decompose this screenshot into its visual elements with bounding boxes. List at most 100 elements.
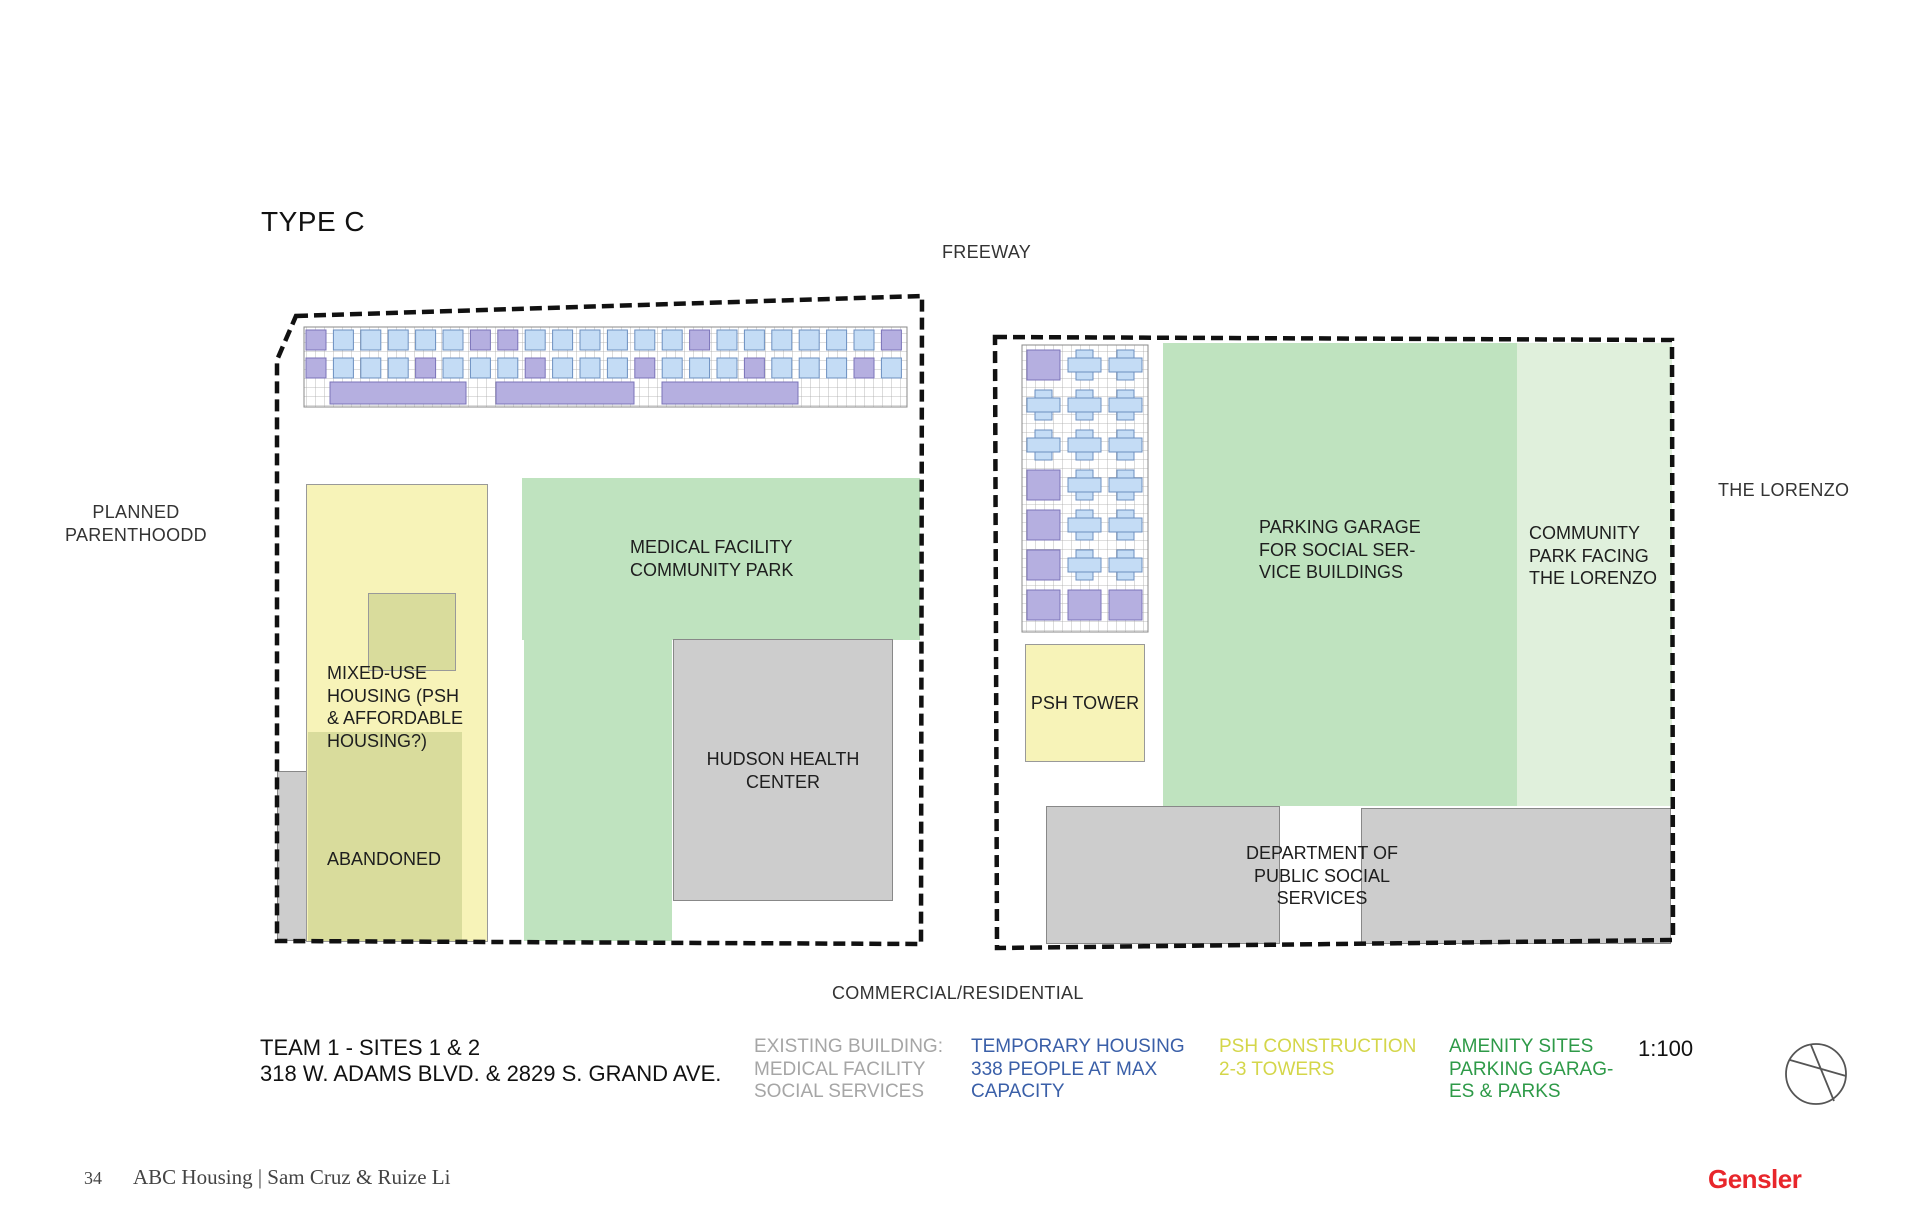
unit-cell <box>798 329 820 351</box>
unit-cell <box>442 357 464 379</box>
legend-psh-line2: 2-3 TOWERS <box>1219 1058 1335 1080</box>
hudson-health-label: HUDSON HEALTH CENTER <box>683 748 883 793</box>
unit-column-cells <box>1026 349 1143 621</box>
unit-cell <box>1116 389 1135 421</box>
abandoned-label: ABANDONED <box>327 849 442 869</box>
unit-cell <box>689 329 711 351</box>
scale-label: 1:100 <box>1638 1036 1694 1061</box>
legend-amenity-sites: AMENITY SITES PARKING GARAG- ES & PARKS <box>1449 1036 1613 1104</box>
team-info: TEAM 1 - SITES 1 & 2 318 W. ADAMS BLVD. … <box>260 1035 721 1087</box>
team-address: 318 W. ADAMS BLVD. & 2829 S. GRAND AVE. <box>260 1061 722 1086</box>
legend-temp-line3: CAPACITY <box>971 1081 1065 1102</box>
page-title: TYPE C <box>261 206 366 237</box>
parking-line1: PARKING GARAGE <box>1259 517 1421 537</box>
unit-cell <box>387 357 409 379</box>
unit-cell <box>1026 509 1061 541</box>
unit-cell <box>1026 349 1061 381</box>
unit-cell <box>1075 389 1094 421</box>
unit-cell <box>1067 437 1102 453</box>
unit-strip-grid <box>303 326 908 408</box>
context-west-label: PLANNED PARENTHOODD <box>60 501 212 546</box>
unit-block <box>495 381 635 405</box>
unit-row-top <box>305 329 902 351</box>
mixed-use-line4: HOUSING?) <box>327 730 428 751</box>
unit-cell <box>1026 437 1061 453</box>
page-number: 34 <box>84 1168 102 1188</box>
legend-existing-line1: EXISTING BUILDING: <box>754 1036 943 1057</box>
unit-cell <box>524 329 546 351</box>
unit-cell <box>1075 509 1094 541</box>
unit-cell <box>771 329 793 351</box>
unit-cell <box>469 329 491 351</box>
unit-cell <box>771 357 793 379</box>
unit-cell <box>1116 469 1135 501</box>
dpss-line3: SERVICES <box>1276 888 1368 908</box>
unit-cell <box>661 357 683 379</box>
team-line1: TEAM 1 - SITES 1 & 2 <box>260 1035 481 1060</box>
unit-cell <box>1026 549 1061 581</box>
medical-park-left-zone <box>524 635 672 941</box>
mixed-use-olive-block <box>368 593 456 671</box>
legend-amenity-line1: AMENITY SITES <box>1449 1036 1594 1057</box>
unit-cell <box>1034 429 1053 461</box>
context-north-label: FREEWAY <box>942 242 1032 262</box>
unit-row-middle <box>305 357 902 379</box>
unit-cell <box>716 357 738 379</box>
unit-cell <box>1075 549 1094 581</box>
legend-temporary-housing: TEMPORARY HOUSING 338 PEOPLE AT MAX CAPA… <box>971 1036 1185 1104</box>
hudson-line2: CENTER <box>745 771 820 792</box>
unit-row-bottom <box>329 381 799 405</box>
unit-cell <box>853 329 875 351</box>
unit-cell <box>305 329 327 351</box>
unit-cell <box>661 329 683 351</box>
unit-cell <box>716 329 738 351</box>
legend-temp-line2: 338 PEOPLE AT MAX <box>971 1058 1158 1080</box>
unit-block <box>329 381 467 405</box>
unit-cell <box>305 357 327 379</box>
temporary-housing-units-site1 <box>303 326 908 408</box>
medical-park-line2: COMMUNITY PARK <box>630 559 794 580</box>
unit-cell <box>332 329 354 351</box>
unit-cell <box>1067 517 1102 533</box>
unit-cell <box>1067 557 1102 573</box>
unit-cell <box>1026 397 1061 413</box>
unit-cell <box>469 357 491 379</box>
mixed-use-line3: & AFFORDABLE <box>327 708 464 728</box>
unit-cell <box>743 357 765 379</box>
unit-cell <box>1067 397 1102 413</box>
parking-line2: FOR SOCIAL SER- <box>1259 539 1416 560</box>
unit-cell <box>1108 517 1143 533</box>
legend-psh-construction: PSH CONSTRUCTION 2-3 TOWERS <box>1219 1036 1416 1081</box>
unit-cell <box>387 329 409 351</box>
dpss-line2: PUBLIC SOCIAL <box>1253 865 1391 886</box>
unit-cell <box>1108 437 1143 453</box>
unit-cell <box>1067 357 1102 373</box>
unit-cell <box>826 357 848 379</box>
unit-cell <box>579 329 601 351</box>
unit-cell <box>1108 477 1143 493</box>
unit-cell <box>552 357 574 379</box>
unit-cell <box>579 357 601 379</box>
unit-cell <box>332 357 354 379</box>
unit-cell <box>1026 469 1061 501</box>
north-arrow-icon <box>1785 1043 1847 1105</box>
unit-cell <box>880 357 902 379</box>
community-park-label: COMMUNITY PARK FACING THE LORENZO <box>1529 522 1657 590</box>
legend-amenity-line3: ES & PARKS <box>1449 1081 1561 1102</box>
community-park-line2: PARK FACING <box>1529 545 1649 566</box>
community-park-line1: COMMUNITY <box>1529 523 1640 543</box>
unit-cell <box>1075 469 1094 501</box>
community-park-line3: THE LORENZO <box>1529 568 1658 588</box>
unit-block <box>661 381 799 405</box>
unit-cell <box>360 329 382 351</box>
psh-tower-label: PSH TOWER <box>1030 693 1140 713</box>
context-west-line2: PARENTHOODD <box>65 524 207 545</box>
unit-cell <box>689 357 711 379</box>
unit-cell <box>634 329 656 351</box>
mixed-use-line2: HOUSING (PSH <box>327 685 460 706</box>
unit-cell <box>1116 429 1135 461</box>
legend-existing-building: EXISTING BUILDING: MEDICAL FACILITY SOCI… <box>754 1036 943 1104</box>
unit-column-grid <box>1021 344 1149 633</box>
unit-cell <box>552 329 574 351</box>
unit-cell <box>606 329 628 351</box>
